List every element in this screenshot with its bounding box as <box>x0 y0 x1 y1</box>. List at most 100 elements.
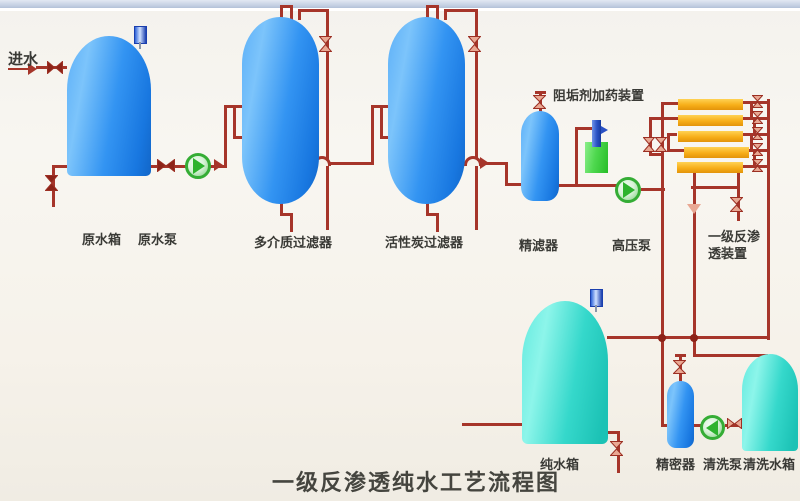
pipe-segment <box>753 118 756 135</box>
flow-arrow-icon <box>687 204 701 214</box>
raw-pump-label: 原水泵 <box>138 233 178 248</box>
ro-membrane-3 <box>678 131 743 142</box>
ro-membrane-1 <box>678 99 743 110</box>
valve-icon <box>318 36 333 52</box>
pipe-segment <box>444 9 478 12</box>
pipe-segment <box>444 10 447 20</box>
sensor-stem <box>139 42 141 49</box>
sensor-stem <box>595 305 597 312</box>
pipe-segment <box>380 106 383 139</box>
pipe-segment <box>52 165 68 168</box>
pipe-segment <box>641 188 665 191</box>
valve-icon <box>467 36 482 52</box>
metering-pump <box>592 120 601 147</box>
valve-icon <box>654 137 668 152</box>
pump-impeller-icon <box>623 182 635 198</box>
pipe-segment <box>750 102 753 119</box>
pipe-junction-dot <box>690 334 698 342</box>
pipe-segment <box>693 189 696 340</box>
valve-icon <box>44 175 59 191</box>
carbon-filter-vessel <box>388 17 465 204</box>
pipe-segment <box>661 424 671 427</box>
fine-filter-label: 精滤器 <box>519 239 559 254</box>
pipe-segment <box>748 149 770 152</box>
ro-membrane-2 <box>678 115 743 126</box>
pipe-segment <box>694 424 702 427</box>
pipe-segment <box>436 7 439 20</box>
pipe-segment <box>607 431 620 434</box>
valve-icon <box>751 111 764 124</box>
valve-icon <box>532 95 547 109</box>
cleaning-pump-label: 清洗泵 <box>703 458 743 473</box>
multimedia-filter-vessel <box>242 17 319 204</box>
flow-arrow-icon <box>214 159 223 171</box>
pipe-segment <box>224 106 227 167</box>
pipe-segment <box>505 183 523 186</box>
pipe-segment <box>505 162 508 186</box>
pipe-segment <box>290 7 293 20</box>
pipe-segment <box>661 102 679 105</box>
ro-unit-label: 一级反渗透装置 <box>708 230 761 262</box>
high-pressure-pump <box>615 177 641 203</box>
pipe-segment <box>426 5 439 8</box>
pure-tank-label: 纯水箱 <box>540 458 580 473</box>
valve-icon <box>642 137 656 152</box>
valve-icon <box>609 441 624 456</box>
valve-icon <box>751 143 764 156</box>
pipe-segment <box>426 213 439 216</box>
pipe-segment <box>535 91 546 94</box>
pipe-segment <box>767 99 770 340</box>
flow-arrow-icon <box>28 63 37 75</box>
valve-icon <box>672 360 687 374</box>
pipe-segment <box>667 149 685 152</box>
cleaning-pump-icon <box>700 415 725 440</box>
raw-tank-label: 原水箱 <box>82 233 122 248</box>
pipe-segment <box>475 9 478 230</box>
pipe-segment <box>667 133 677 136</box>
inlet-label: 进水 <box>8 50 39 68</box>
valve-icon <box>729 197 744 212</box>
window-top-strip <box>0 0 800 11</box>
pipe-segment <box>233 106 236 139</box>
pipe-segment <box>290 213 293 232</box>
pipe-segment <box>649 153 663 156</box>
pipe-segment <box>675 354 686 357</box>
pipe-segment <box>725 424 743 427</box>
fine-filter-vessel <box>521 111 559 201</box>
hp-pump-label: 高压泵 <box>612 239 652 254</box>
pipe-segment <box>661 340 664 427</box>
ro-membrane-5 <box>677 162 743 173</box>
pipe-segment <box>693 170 696 189</box>
precision-filter-vessel <box>667 381 694 448</box>
pump-impeller-icon <box>705 419 718 436</box>
valve-icon <box>751 159 764 172</box>
pipe-segment <box>326 9 329 230</box>
carbon-filter-label: 活性炭过滤器 <box>385 236 464 251</box>
valve-icon <box>751 95 764 108</box>
pump-impeller-icon <box>193 158 205 174</box>
cleaning-tank-label: 清洗水箱 <box>743 458 796 473</box>
pipe-segment <box>298 9 329 12</box>
pipe-segment <box>436 213 439 232</box>
pipe-segment <box>8 68 30 70</box>
injection-pointer-icon <box>601 126 608 134</box>
diagram-title: 一级反渗透纯水工艺流程图 <box>272 471 561 496</box>
pipe-segment <box>737 189 740 221</box>
pipe-segment <box>462 423 524 426</box>
pipe-junction-dot <box>658 334 666 342</box>
pipe-segment <box>691 186 740 189</box>
pipe-segment <box>575 128 578 186</box>
pipe-segment <box>607 336 770 339</box>
pipe-segment <box>280 213 293 216</box>
pipe-segment <box>649 117 679 120</box>
pipe-segment <box>575 127 597 130</box>
pipe-segment <box>667 133 670 152</box>
valve-icon <box>157 158 175 173</box>
multimedia-filter-label: 多介质过滤器 <box>254 236 333 251</box>
pipe-segment <box>661 190 664 340</box>
valve-icon <box>47 60 63 75</box>
pipe-segment <box>753 150 756 167</box>
pipe-segment <box>559 184 617 187</box>
pipe-segment <box>693 354 768 357</box>
